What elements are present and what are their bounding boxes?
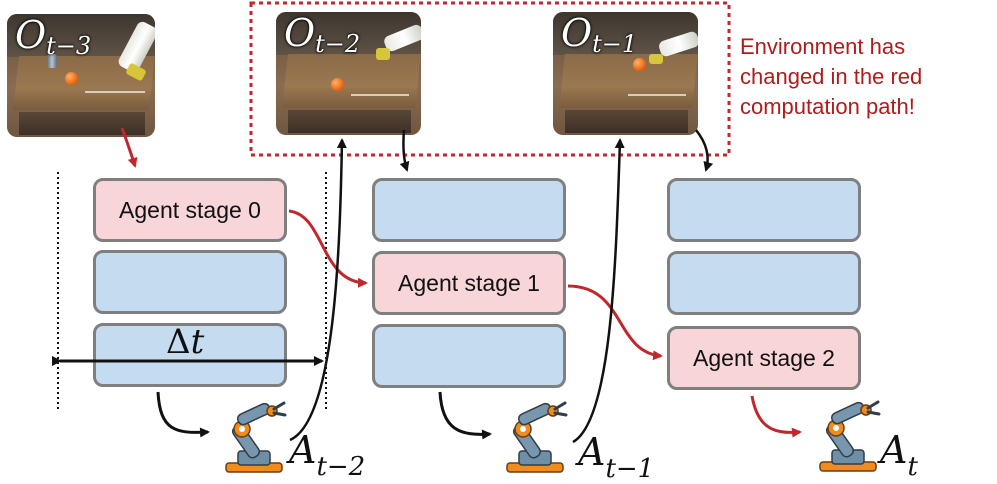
- observation-image-t-3: Ot−3: [7, 14, 155, 137]
- stage-box-empty: [372, 324, 566, 388]
- agent-stage-2-label: Agent stage 2: [693, 344, 835, 371]
- red-arrow-stage0-to-stage1: [288, 209, 368, 288]
- arrow-column-1-to-robot: [156, 391, 210, 438]
- agent-stage-2-box: Agent stage 2: [667, 326, 861, 390]
- observation-image-t-1: Ot−1: [553, 12, 698, 135]
- observation-label: Ot−3: [15, 14, 92, 60]
- agent-stage-1-box: Agent stage 1: [372, 251, 566, 315]
- stage-box-empty: [667, 178, 861, 242]
- red-arrow-stage1-to-stage2: [567, 284, 663, 361]
- stage-box-empty: [93, 250, 287, 314]
- delta-t-label: Δt: [166, 322, 205, 362]
- agent-stage-0-label: Agent stage 0: [119, 196, 261, 223]
- changed-environment-highlight: [249, 1, 731, 157]
- observation-image-t-2: Ot−2: [276, 12, 421, 135]
- observation-label: Ot−1: [561, 12, 638, 58]
- red-arrow-stage2-to-action: [750, 395, 802, 438]
- agent-stage-1-label: Agent stage 1: [398, 269, 540, 296]
- environment-changed-note: Environment has changed in the red compu…: [740, 34, 923, 119]
- robot-arm-icon: [224, 400, 287, 474]
- action-label-t-1: At−1: [578, 430, 655, 484]
- observation-label: Ot−2: [284, 12, 361, 58]
- robot-arm-icon: [505, 400, 568, 474]
- arrow-column-2-to-robot: [438, 391, 492, 440]
- arrow-action-t-1-to-obs-t-1: [572, 138, 625, 444]
- red-arrow-obs-to-stage0: [120, 127, 138, 168]
- action-label-t: At: [880, 428, 918, 482]
- robot-arm-icon: [818, 399, 881, 473]
- agent-stage-0-box: Agent stage 0: [93, 178, 287, 242]
- stage-box-empty: [667, 251, 861, 315]
- action-label-t-2: At−2: [289, 428, 366, 482]
- stage-box-empty: [93, 323, 287, 387]
- arrow-action-t-2-to-obs-t-2: [289, 138, 347, 442]
- stage-box-empty: [372, 178, 566, 242]
- arrow-obs-t-2-to-column-2: [399, 129, 410, 172]
- arrow-obs-t-1-to-column-3: [695, 129, 714, 172]
